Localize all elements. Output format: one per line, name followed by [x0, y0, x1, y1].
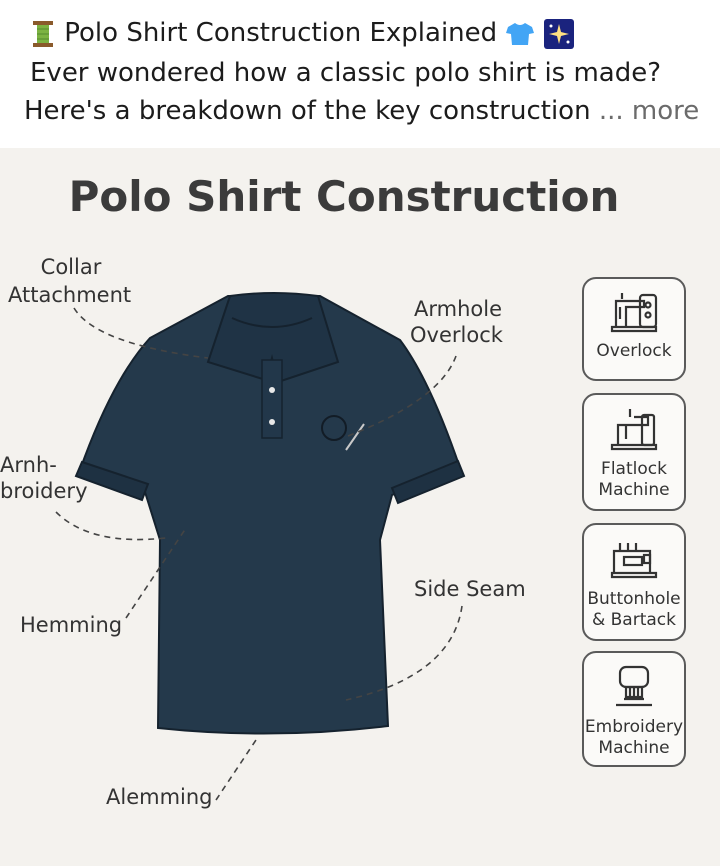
- callout-embroidery: [55, 511, 167, 541]
- tool-name-buttonhole-1: Buttonhole: [587, 589, 681, 609]
- more-link[interactable]: ... more: [598, 96, 700, 126]
- label-armhole-line1: Armhole: [414, 297, 502, 321]
- tool-name-buttonhole-2: & Bartack: [591, 610, 676, 630]
- callout-hemming: [125, 527, 187, 619]
- sparkles-icon: [543, 18, 574, 49]
- tshirt-icon: [506, 22, 535, 45]
- tool-name-embroidery-1: Embroidery: [584, 717, 684, 737]
- tool-name-embroidery-2: Machine: [598, 738, 670, 758]
- caption-line-3-text: Here's a breakdown of the key constructi…: [24, 96, 591, 126]
- shirt-button: [269, 419, 275, 425]
- caption-line-3: Here's a breakdown of the key constructi…: [24, 96, 720, 126]
- shirt-collar: [206, 292, 340, 384]
- embroidery-machine-icon: [616, 665, 652, 707]
- tool-card-embroidery: Embroidery Machine: [582, 651, 686, 767]
- tool-card-buttonhole: Buttonhole & Bartack: [582, 523, 686, 641]
- shirt-body: [78, 295, 462, 735]
- label-embroidery-line1: Arnh-: [0, 453, 57, 477]
- shirt-button: [269, 387, 275, 393]
- needle-icon: [345, 423, 365, 451]
- sewing-machine-icon: [610, 293, 658, 333]
- callout-alemming: [215, 739, 257, 801]
- buttonhole-machine-icon: [610, 543, 658, 579]
- label-collar-line1: Collar: [40, 255, 102, 279]
- infographic-title: Polo Shirt Construction: [68, 172, 620, 221]
- tool-card-overlock: Overlock: [582, 277, 686, 381]
- right-sleeve-cuff: [390, 459, 466, 505]
- label-hemming: Hemming: [20, 613, 123, 637]
- label-alemming: Alemming: [106, 785, 213, 809]
- tool-card-flatlock: Flatlock Machine: [582, 393, 686, 511]
- label-side-seam: Side Seam: [414, 577, 526, 601]
- flatlock-machine-icon: [610, 409, 658, 451]
- label-embroidery-line2: broidery: [0, 479, 88, 503]
- label-armhole-line2: Overlock: [410, 323, 503, 347]
- caption-title-text: Polo Shirt Construction Explained: [64, 18, 498, 48]
- tool-name-overlock: Overlock: [596, 341, 672, 361]
- shirt-placket: [261, 359, 283, 439]
- left-sleeve-cuff: [74, 460, 150, 502]
- embroidery-logo: [321, 415, 347, 441]
- callout-armhole: [347, 355, 457, 437]
- caption-line-title: Polo Shirt Construction Explained: [30, 18, 720, 49]
- callout-collar: [73, 307, 209, 359]
- thread-spool-icon: [33, 20, 53, 47]
- label-collar-line2: Attachment: [8, 283, 132, 307]
- caption-line-2: Ever wondered how a classic polo shirt i…: [30, 58, 662, 88]
- tool-name-flatlock-1: Flatlock: [601, 459, 667, 479]
- callout-side-seam: [345, 605, 463, 701]
- tool-name-flatlock-2: Machine: [598, 480, 670, 500]
- shirt-illustration: [55, 292, 466, 801]
- label-collar-attachment: Collar: [36, 254, 106, 281]
- post-caption: Polo Shirt Construction Explained Ever w…: [0, 0, 720, 148]
